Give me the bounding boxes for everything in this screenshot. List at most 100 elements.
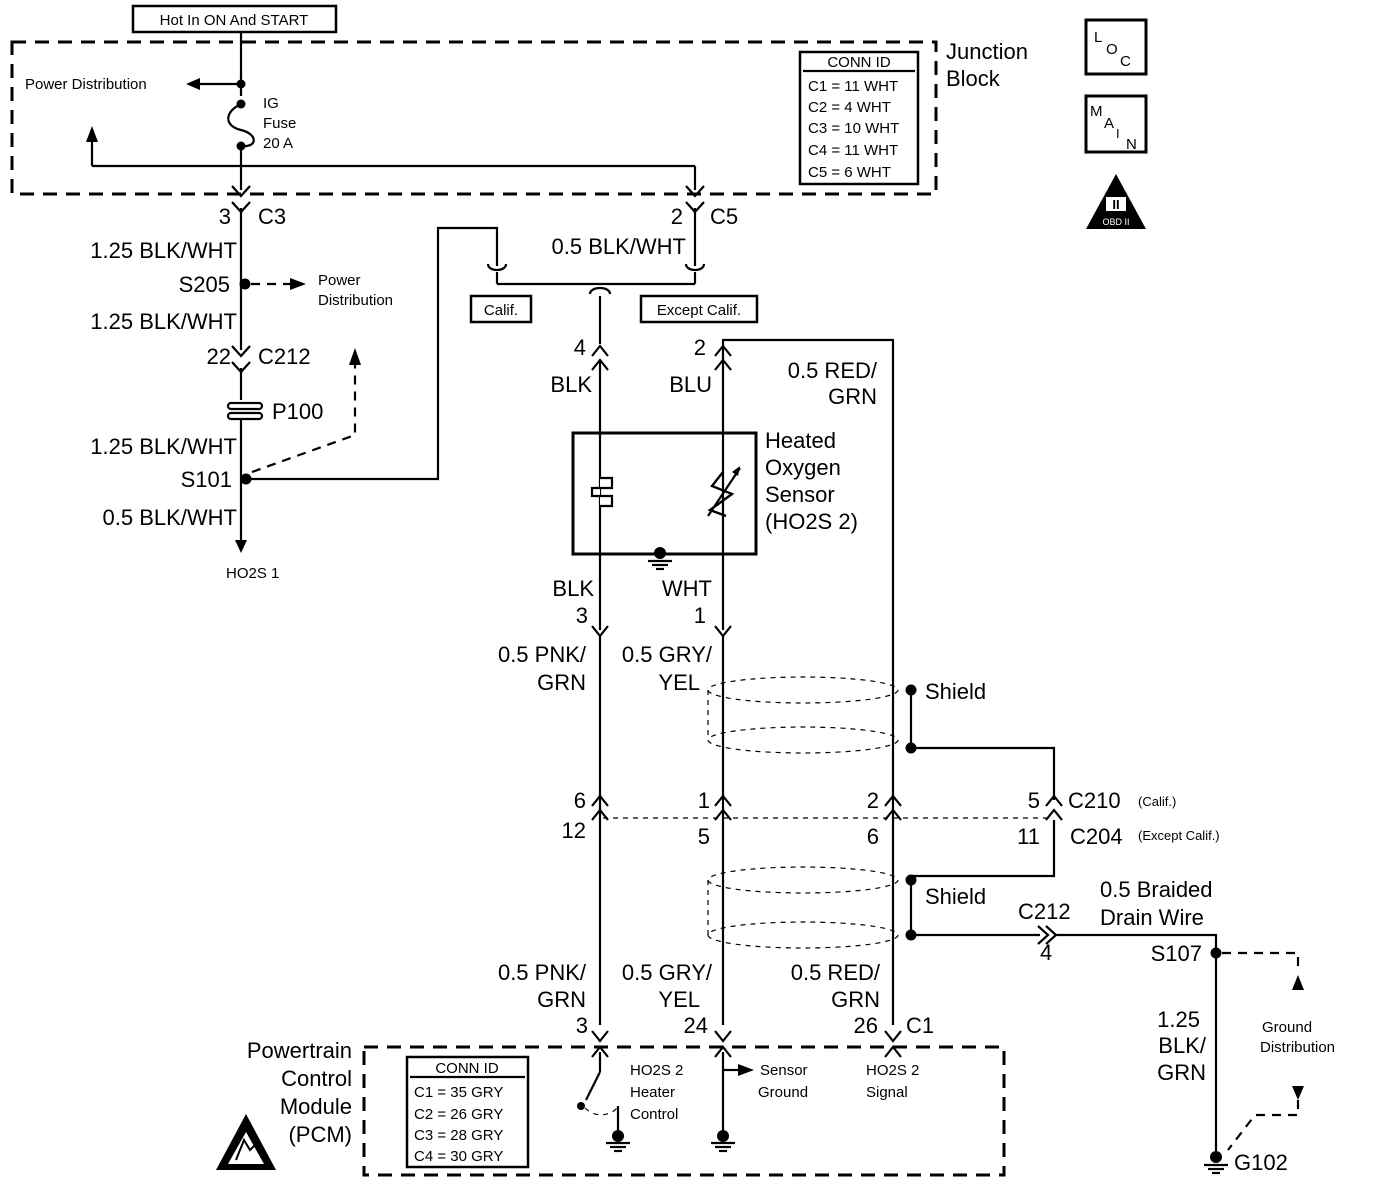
svg-text:N: N (1126, 136, 1137, 153)
junction-block-title-2: Block (946, 66, 1001, 91)
svg-text:3: 3 (219, 204, 231, 229)
svg-text:1: 1 (694, 603, 706, 628)
fuse-icon (227, 103, 255, 148)
svg-text:GRN: GRN (537, 987, 586, 1012)
svg-text:6: 6 (867, 824, 879, 849)
svg-text:M: M (1090, 103, 1103, 120)
pcm-area: 0.5 PNK/ GRN 3 0.5 GRY/ YEL 24 0.5 RED/ … (216, 960, 1006, 1177)
power-distribution-label: Power Distribution (25, 76, 147, 93)
junction-conn-id-row: C1 = 11 WHT (808, 78, 898, 95)
svg-text:Sensor: Sensor (765, 482, 835, 507)
svg-text:BLK/: BLK/ (1158, 1033, 1207, 1058)
svg-text:22: 22 (207, 344, 231, 369)
svg-text:3: 3 (576, 1013, 588, 1038)
svg-text:L: L (1094, 29, 1102, 46)
fuse-circuit: Power Distribution IG Fuse 20 A (25, 32, 697, 190)
svg-text:2: 2 (694, 335, 706, 360)
loc-symbol-icon: L O C (1084, 18, 1148, 76)
svg-text:S107: S107 (1151, 941, 1202, 966)
svg-text:S205: S205 (179, 272, 230, 297)
junction-conn-id-title: CONN ID (827, 54, 891, 71)
svg-text:C212: C212 (258, 344, 311, 369)
svg-text:C2 = 26 GRY: C2 = 26 GRY (414, 1106, 503, 1123)
fuse-rating: 20 A (263, 135, 293, 152)
arrow-up-icon (86, 126, 98, 142)
svg-text:(PCM): (PCM) (288, 1122, 352, 1147)
svg-text:Distribution: Distribution (1260, 1039, 1335, 1056)
svg-text:Sensor: Sensor (760, 1062, 808, 1079)
svg-text:Heater: Heater (630, 1084, 675, 1101)
p100-icon (226, 401, 264, 411)
junction-conn-id-row: C4 = 11 WHT (808, 142, 898, 159)
svg-text:HO2S 2: HO2S 2 (866, 1062, 919, 1079)
svg-text:C1: C1 (906, 1013, 934, 1038)
calif-box (469, 294, 533, 324)
obd-ii-icon: II OBD II (1086, 174, 1146, 229)
connector-c212-icon (231, 345, 251, 358)
connector-c3-icon (231, 185, 251, 198)
svg-text:Oxygen: Oxygen (765, 455, 841, 480)
svg-text:0.5 PNK/: 0.5 PNK/ (498, 960, 587, 985)
svg-text:YEL: YEL (658, 987, 700, 1012)
svg-text:Calif.: Calif. (484, 302, 518, 319)
svg-text:1.25 BLK/WHT: 1.25 BLK/WHT (90, 309, 237, 334)
svg-text:CONN ID: CONN ID (435, 1060, 499, 1077)
svg-text:3: 3 (576, 603, 588, 628)
svg-text:0.5 RED/: 0.5 RED/ (791, 960, 881, 985)
sensor-element-icon (707, 471, 735, 518)
svg-text:C204: C204 (1070, 824, 1123, 849)
svg-text:C: C (1120, 53, 1131, 70)
svg-text:(Except Calif.): (Except Calif.) (1138, 828, 1220, 843)
svg-text:WHT: WHT (662, 576, 712, 601)
svg-text:A: A (1104, 115, 1114, 132)
left-circuit: 3 C3 1.25 BLK/WHT S205 Power Distributio… (90, 185, 508, 582)
svg-text:C210: C210 (1068, 788, 1121, 813)
middle-wiring: 0.5 PNK/ GRN 0.5 GRY/ YEL Shield 6 1 2 5… (498, 636, 1335, 1175)
svg-text:BLU: BLU (669, 372, 712, 397)
junction-block-title-1: Junction (946, 39, 1028, 64)
svg-text:C212: C212 (1018, 899, 1071, 924)
svg-text:Control: Control (281, 1066, 352, 1091)
svg-text:Distribution: Distribution (318, 292, 393, 309)
svg-text:C3: C3 (258, 204, 286, 229)
svg-text:Except Calif.: Except Calif. (657, 302, 741, 319)
sensor-area: 4 BLK 2 BLU 0.5 RED/ GRN Heated Oxygen S… (550, 335, 895, 1025)
svg-text:Heated: Heated (765, 428, 836, 453)
main-symbol-icon: M A I N (1084, 94, 1148, 154)
svg-text:0.5 RED/: 0.5 RED/ (788, 358, 878, 383)
heated-oxygen-sensor-box (571, 431, 758, 556)
svg-text:Module: Module (280, 1094, 352, 1119)
svg-text:Powertrain: Powertrain (247, 1038, 352, 1063)
hot-in-box: Hot In ON And START (131, 4, 338, 34)
svg-text:Control: Control (630, 1106, 678, 1123)
svg-text:5: 5 (698, 824, 710, 849)
junction-block-outline (10, 40, 938, 196)
svg-text:(Calif.): (Calif.) (1138, 794, 1176, 809)
svg-text:(HO2S 2): (HO2S 2) (765, 509, 858, 534)
hot-in-label: Hot In ON And START (160, 12, 309, 29)
svg-text:C4 = 30 GRY: C4 = 30 GRY (414, 1148, 503, 1165)
junction-conn-id-row: C5 = 6 WHT (808, 164, 891, 181)
svg-text:6: 6 (574, 788, 586, 813)
svg-text:BLK: BLK (552, 576, 594, 601)
esd-warning-icon (216, 1114, 276, 1170)
arrow-right-icon (290, 278, 306, 290)
fuse-name: IG (263, 95, 279, 112)
svg-text:0.5 GRY/: 0.5 GRY/ (622, 642, 713, 667)
c5-branch: 2 C5 0.5 BLK/WHT Calif. Except Calif. (469, 185, 759, 344)
svg-text:C5: C5 (710, 204, 738, 229)
svg-text:BLK: BLK (550, 372, 592, 397)
svg-text:Ground: Ground (1262, 1019, 1312, 1036)
svg-text:GRN: GRN (1157, 1060, 1206, 1085)
svg-text:HO2S 1: HO2S 1 (226, 565, 279, 582)
arrow-up-icon (349, 348, 361, 365)
svg-text:Shield: Shield (925, 679, 986, 704)
svg-text:GRN: GRN (831, 987, 880, 1012)
svg-text:II: II (1112, 197, 1119, 212)
junction-conn-id-row: C3 = 10 WHT (808, 120, 899, 137)
svg-text:1.25 BLK/WHT: 1.25 BLK/WHT (90, 238, 237, 263)
pcm-outline (362, 1045, 1006, 1177)
svg-text:C3 = 28 GRY: C3 = 28 GRY (414, 1127, 503, 1144)
svg-text:Shield: Shield (925, 884, 986, 909)
